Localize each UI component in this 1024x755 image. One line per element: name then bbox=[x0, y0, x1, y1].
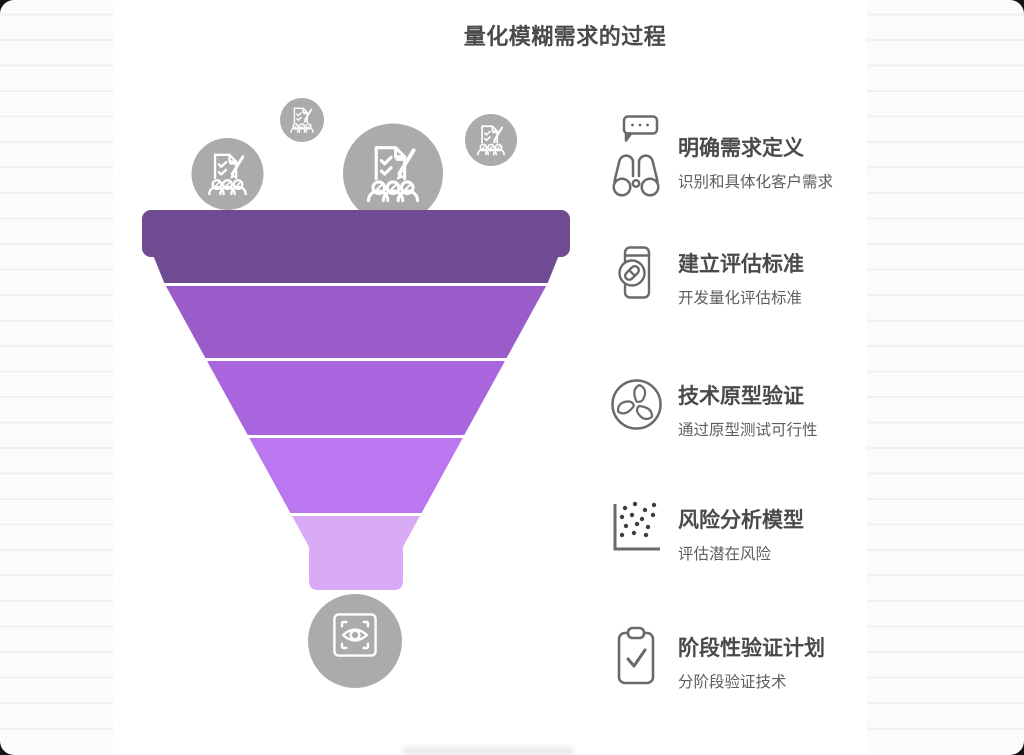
step-title: 建立评估标准 bbox=[678, 252, 804, 276]
turbine-circle-icon bbox=[610, 378, 662, 430]
funnel-input-circle-1 bbox=[191, 138, 264, 210]
funnel-stage-2 bbox=[165, 286, 547, 358]
funnel-stage-1-rim bbox=[142, 210, 570, 257]
clipboard-check-icon bbox=[617, 626, 655, 684]
funnel-stage-1 bbox=[151, 250, 561, 283]
funnel-input-circle-3 bbox=[343, 123, 443, 224]
step-subtitle: 分阶段验证技术 bbox=[678, 673, 787, 691]
phone-pill-icon bbox=[618, 245, 651, 299]
funnel-stage-4 bbox=[249, 438, 463, 513]
step-subtitle: 通过原型测试可行性 bbox=[678, 421, 818, 439]
step-item-3: 技术原型验证 通过原型测试可行性 bbox=[608, 354, 873, 454]
funnel-stage-5-spout bbox=[292, 516, 420, 590]
scatter-plot-icon bbox=[613, 501, 660, 551]
funnel-input-circle-4 bbox=[465, 114, 517, 166]
bottom-shadow bbox=[402, 747, 574, 755]
step-subtitle: 评估潜在风险 bbox=[678, 545, 772, 563]
step-title: 阶段性验证计划 bbox=[678, 636, 825, 660]
funnel-stage-3 bbox=[207, 361, 505, 435]
step-title: 技术原型验证 bbox=[678, 384, 804, 408]
step-item-2: 建立评估标准 开发量化评估标准 bbox=[608, 222, 873, 322]
step-item-4: 风险分析模型 评估潜在风险 bbox=[608, 478, 873, 578]
step-item-5: 阶段性验证计划 分阶段验证技术 bbox=[608, 606, 873, 706]
page-title: 量化模糊需求的过程 bbox=[463, 24, 667, 49]
binoculars-chat-icon bbox=[612, 115, 660, 197]
step-item-1: 明确需求定义 识别和具体化客户需求 bbox=[608, 106, 873, 206]
step-title: 明确需求定义 bbox=[678, 136, 804, 160]
step-subtitle: 识别和具体化客户需求 bbox=[678, 173, 834, 191]
step-title: 风险分析模型 bbox=[678, 508, 804, 532]
funnel-input-circle-2 bbox=[280, 98, 324, 142]
step-subtitle: 开发量化评估标准 bbox=[678, 289, 803, 307]
